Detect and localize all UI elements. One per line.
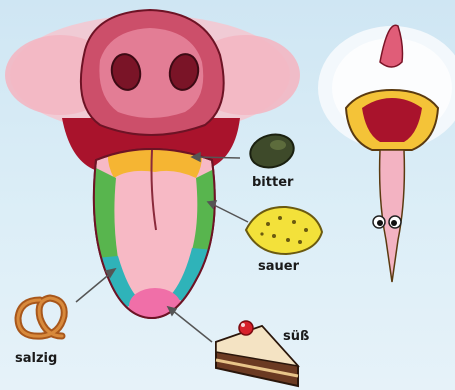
tongue <box>90 140 222 324</box>
label-bitter: bitter <box>252 175 293 190</box>
label-suess: süß <box>283 329 309 344</box>
cherry-icon <box>239 321 253 335</box>
pretzel-icon <box>18 298 64 336</box>
pig-snout-icon <box>81 10 224 135</box>
label-salzig: salzig <box>15 351 57 366</box>
label-sauer: sauer <box>258 259 299 274</box>
lemon-icon <box>246 207 322 254</box>
bird-beak-icon <box>318 25 455 282</box>
olive-icon <box>247 130 298 172</box>
